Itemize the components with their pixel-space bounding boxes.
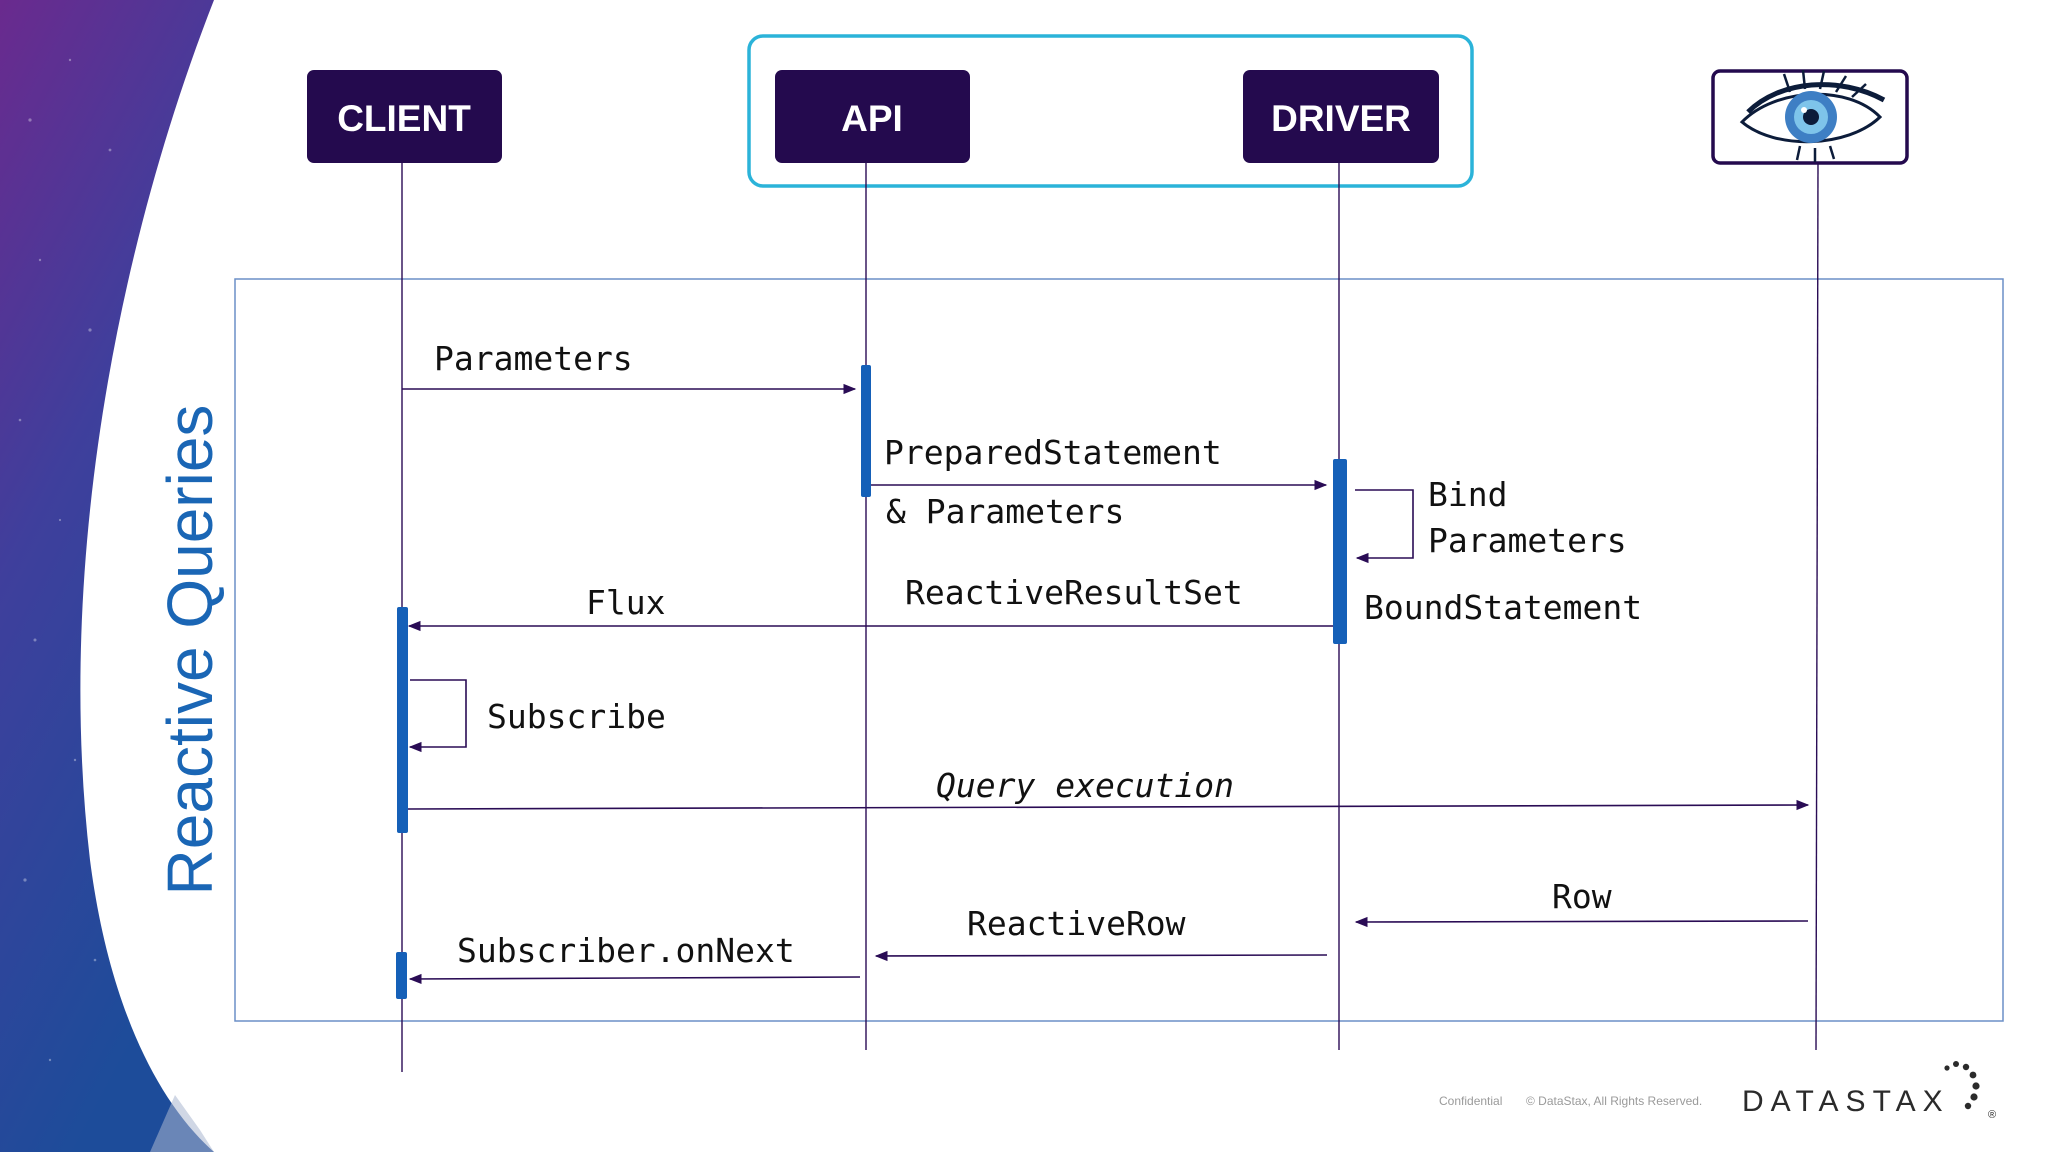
subscribe-label: Subscribe <box>487 697 666 736</box>
client-label: CLIENT <box>337 98 471 139</box>
footer-confidential: Confidential <box>1439 1094 1502 1108</box>
subscribe-self-arrow <box>408 679 467 753</box>
datastax-wordmark: DATASTAX <box>1742 1085 1950 1118</box>
prepared-statement-label: PreparedStatement <box>884 433 1222 472</box>
cassandra-participant <box>1711 69 1909 165</box>
datastax-logo: DATASTAX ® <box>1742 1061 1996 1121</box>
reactive-row-label: ReactiveRow <box>967 904 1186 943</box>
cassandra-lifeline <box>1815 161 1819 1051</box>
flux-label: Flux <box>586 583 665 622</box>
star-speckles <box>18 58 112 1062</box>
api-activation-bar <box>861 365 871 497</box>
cassandra-eye-icon <box>1739 69 1886 162</box>
reactive-row-arrow <box>874 950 1328 962</box>
row-label: Row <box>1552 877 1612 916</box>
query-execution-label: Query execution <box>936 766 1234 805</box>
parameters-label: Parameters <box>434 339 633 378</box>
slide-title: Reactive Queries <box>154 405 226 896</box>
query-execution-arrow <box>407 799 1810 811</box>
client-activation-bar-2 <box>396 952 407 999</box>
mountain-silhouette <box>150 1095 214 1152</box>
driver-label: DRIVER <box>1271 98 1411 139</box>
api-driver-highlight-box <box>747 34 1474 188</box>
datastax-dots-icon <box>1944 1061 1980 1110</box>
bind-self-arrow <box>1355 489 1414 564</box>
api-participant: API <box>775 70 970 163</box>
api-label: API <box>841 98 903 139</box>
driver-activation-bar <box>1333 459 1347 644</box>
subscriber-onnext-arrow <box>408 973 861 985</box>
sequence-frame <box>234 278 2004 1022</box>
client-activation-bar-1 <box>397 607 408 833</box>
datastax-registered-mark: ® <box>1988 1109 1996 1121</box>
footer-copyright: © DataStax, All Rights Reserved. <box>1526 1094 1702 1108</box>
bind-parameters-label: Parameters <box>1428 521 1627 560</box>
subscriber-onnext-label: Subscriber.onNext <box>457 931 795 970</box>
left-decorative-band <box>0 0 214 1152</box>
row-arrow <box>1354 916 1809 928</box>
and-parameters-label: & Parameters <box>886 492 1124 531</box>
driver-participant: DRIVER <box>1243 70 1439 163</box>
client-participant: CLIENT <box>307 70 502 163</box>
bound-statement-label: BoundStatement <box>1364 588 1642 627</box>
bind-label: Bind <box>1428 475 1507 514</box>
reactive-result-set-label: ReactiveResultSet <box>905 573 1243 612</box>
